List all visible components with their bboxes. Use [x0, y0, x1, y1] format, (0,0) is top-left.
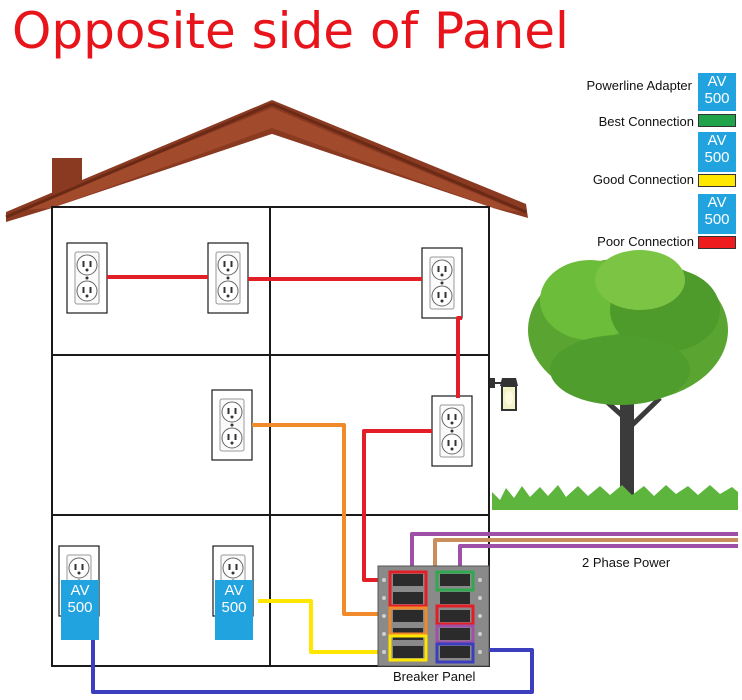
page-title: Opposite side of Panel	[12, 2, 569, 60]
legend-adapter-poor: AV 500	[698, 194, 736, 234]
outlet-5	[431, 395, 473, 467]
wire-yellow	[258, 599, 390, 654]
roof	[5, 100, 528, 222]
legend-good-label: Good Connection	[592, 172, 694, 187]
tree-trunk	[620, 396, 634, 500]
adapter-2-model: 500	[221, 599, 247, 617]
legend-best-label: Best Connection	[598, 114, 694, 129]
legend-best-swatch	[698, 114, 736, 127]
adapter-2-brand: AV	[224, 582, 244, 599]
wall-lamp-icon	[490, 378, 518, 411]
power-label: 2 Phase Power	[582, 555, 671, 570]
wire-red-panel	[362, 429, 432, 582]
wire-purple-2	[458, 544, 738, 566]
adapter-1-brand: AV	[70, 582, 90, 599]
outlet-1	[66, 242, 108, 314]
adapter-1-model: 500	[67, 599, 93, 617]
legend-adapter-label: Powerline Adapter	[586, 78, 692, 93]
tree	[492, 250, 738, 510]
breaker-panel-label: Breaker Panel	[393, 669, 476, 684]
outlet-3	[421, 247, 463, 319]
legend-poor-label: Poor Connection	[597, 234, 694, 249]
house-frame	[51, 206, 490, 667]
wire-tan	[433, 538, 738, 566]
legend-poor-swatch	[698, 236, 736, 249]
legend-adapter-good: AV 500	[698, 132, 736, 172]
outlet-2	[207, 242, 249, 314]
breaker-panel	[377, 565, 490, 667]
wire-blue	[91, 639, 534, 694]
wiring	[91, 275, 738, 694]
adapter-1: AV 500	[61, 580, 99, 640]
wire-orange	[252, 423, 390, 616]
grass	[492, 485, 738, 510]
outlet-4	[211, 389, 253, 461]
wire-red-upper	[107, 275, 462, 398]
legend-good-swatch	[698, 174, 736, 187]
legend-adapter-best: AV 500	[698, 73, 736, 111]
adapter-2: AV 500	[215, 580, 253, 640]
wire-purple-1	[410, 532, 738, 566]
